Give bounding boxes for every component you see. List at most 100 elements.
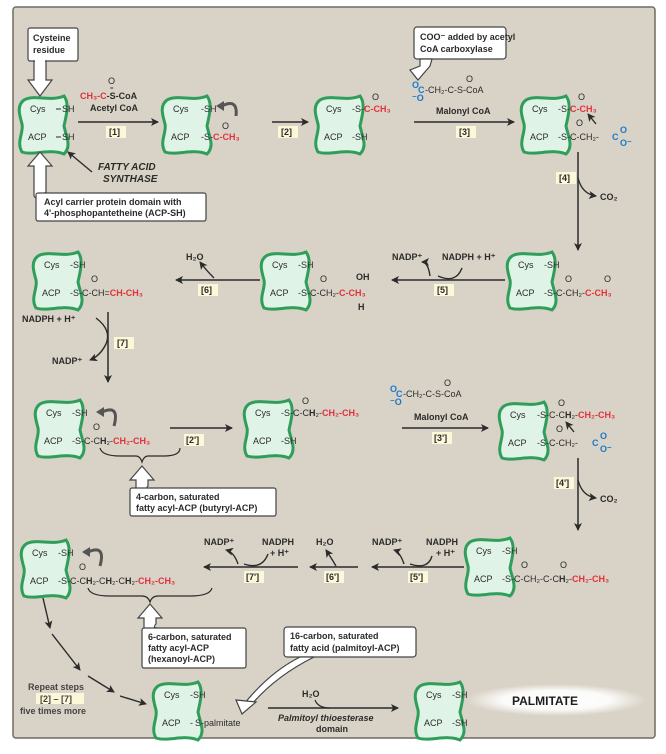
condensation-arrow <box>587 113 597 125</box>
svg-text:O: O <box>93 422 100 432</box>
enzyme-butyryl-cys: Cys ACP <box>242 398 295 460</box>
svg-text:-SH: -SH <box>58 548 74 558</box>
svg-text:O: O <box>600 431 607 441</box>
enzyme-hydroxybutyryl-acp: Cys ACP <box>259 250 312 312</box>
callout-palmitoyl: 16-carbon, saturated fatty acid (palmito… <box>235 626 417 715</box>
svg-text:ACP: ACP <box>516 288 535 298</box>
svg-text:O: O <box>466 74 473 84</box>
step-6-label: [6] <box>201 285 212 295</box>
svg-text:Cys: Cys <box>46 408 62 418</box>
step-7p-label: [7'] <box>246 572 259 582</box>
svg-text:Cys: Cys <box>32 548 48 558</box>
callout-coo: COO⁻ added by acetyl CoA carboxylase <box>409 26 515 81</box>
svg-text:ACP: ACP <box>530 132 549 142</box>
svg-text:16-carbon, saturated: 16-carbon, saturated <box>290 631 379 641</box>
svg-text:ACP: ACP <box>253 436 272 446</box>
plus-h-label: + H⁺ <box>436 548 455 558</box>
svg-text:O: O <box>604 274 611 284</box>
palmitate-glow <box>466 684 646 716</box>
svg-text:CH₃-C-S-CoA: CH₃-C-S-CoA <box>80 91 138 101</box>
step-2p-label: [2'] <box>186 435 199 445</box>
h2o-label: H₂O <box>316 537 334 547</box>
enzyme-butyryl-acp: Cys ACP <box>33 398 86 460</box>
step-badge <box>408 571 428 583</box>
svg-text:-S-C-CH₂-CH₂-CH₃: -S-C-CH₂-CH₂-CH₃ <box>281 408 359 418</box>
svg-text:O: O <box>372 92 379 102</box>
svg-text:-SH: -SH <box>72 408 88 418</box>
svg-text:ACP: ACP <box>324 132 343 142</box>
svg-text:-S-C-CH=CH-CH₃: -S-C-CH=CH-CH₃ <box>70 288 143 298</box>
nadp-label: NADP⁺ <box>392 252 423 262</box>
svg-text:C: C <box>592 438 599 448</box>
svg-text:=: = <box>110 86 114 92</box>
svg-text:O: O <box>560 560 567 570</box>
svg-text:O: O <box>91 274 98 284</box>
svg-text:O: O <box>576 118 583 128</box>
enzyme-palmitoyl-acp: Cys ACP <box>151 680 204 742</box>
nadph-label: NADPH <box>426 537 458 547</box>
svg-text:O⁻: O⁻ <box>620 138 632 148</box>
svg-text:Acyl carrier protein domain wi: Acyl carrier protein domain with <box>44 197 182 207</box>
svg-text:C: C <box>612 132 619 142</box>
enzyme-acetoacetyl-acp: Cys ACP <box>505 250 558 312</box>
svg-text:ACP: ACP <box>42 288 61 298</box>
svg-text:-CH₂-C-S-CoA: -CH₂-C-S-CoA <box>425 85 484 95</box>
svg-text:ACP: ACP <box>162 718 181 728</box>
svg-text:O: O <box>320 274 327 284</box>
svg-text:-SH: -SH <box>352 132 368 142</box>
step-badge <box>106 126 126 138</box>
plus-h-label: + H⁺ <box>270 548 289 558</box>
svg-text:4-carbon, saturated: 4-carbon, saturated <box>136 492 220 502</box>
acetyl-coa-label: Acetyl CoA <box>90 103 139 113</box>
product-label: PALMITATE <box>512 694 578 708</box>
svg-text:residue: residue <box>33 45 65 55</box>
svg-text:-: - <box>190 718 193 728</box>
svg-text:ACP: ACP <box>508 438 527 448</box>
svg-text:Cys: Cys <box>255 408 271 418</box>
svg-text:4'-phosphopantetheine (ACP-SH): 4'-phosphopantetheine (ACP-SH) <box>44 208 186 218</box>
step-badge <box>184 434 204 446</box>
svg-text:O: O <box>390 384 397 394</box>
svg-text:ACP: ACP <box>424 718 443 728</box>
repeat-note: Repeat steps <box>28 682 84 692</box>
svg-text:OH: OH <box>356 272 370 282</box>
step-badge <box>556 172 576 184</box>
svg-text:O⁻: O⁻ <box>600 444 612 454</box>
svg-text:CoA carboxylase: CoA carboxylase <box>420 44 493 54</box>
cys-label: Cys <box>30 104 46 114</box>
step-2-label: [2] <box>281 127 292 137</box>
svg-text:O: O <box>558 398 565 408</box>
svg-text:(hexanoyl-ACP): (hexanoyl-ACP) <box>148 654 215 664</box>
nadph-label: NADPH + H⁺ <box>442 252 496 262</box>
step-badge <box>434 284 454 296</box>
malonyl-coa-label: Malonyl CoA <box>414 412 469 422</box>
svg-text:-SH: -SH <box>281 436 297 446</box>
synthase-pointer-arrow <box>67 151 93 173</box>
malonyl-coa-structure: O C ⁻O -CH₂-C-S-CoA O <box>412 74 484 103</box>
step-badge <box>324 571 344 583</box>
step-4p-label: [4'] <box>556 478 569 488</box>
sh-label: SH <box>62 132 75 142</box>
acetyl-coa-structure: O = CH₃-C-S-CoA <box>80 76 138 101</box>
svg-text:Cys: Cys <box>510 410 526 420</box>
svg-text:ACP: ACP <box>30 576 49 586</box>
step-4-label: [4] <box>559 173 570 183</box>
svg-text:O: O <box>521 560 528 570</box>
svg-text:-S-C-CH₂-C-CH₃: -S-C-CH₂-C-CH₃ <box>544 288 612 298</box>
step-1-label: [1] <box>109 127 120 137</box>
svg-text:-S-C-CH₂-CH₂-CH₃: -S-C-CH₂-CH₂-CH₃ <box>537 410 615 420</box>
co2-label: CO₂ <box>600 192 618 202</box>
svg-text:⁻O: ⁻O <box>390 397 402 407</box>
nadp-label: NADP⁺ <box>52 356 83 366</box>
svg-text:O: O <box>222 121 229 131</box>
svg-text:Cys: Cys <box>426 690 442 700</box>
step-badge <box>244 571 264 583</box>
thioesterase-label: domain <box>316 724 348 734</box>
svg-text:-S-C-CH₂-CH₂-CH₃: -S-C-CH₂-CH₂-CH₃ <box>72 436 150 446</box>
nadph-label: NADPH + H⁺ <box>22 314 76 324</box>
transfer-curve-arrow <box>221 102 238 117</box>
svg-text:H: H <box>358 302 365 312</box>
enzyme-title: SYNTHASE <box>103 174 158 185</box>
svg-text:O: O <box>108 76 115 86</box>
